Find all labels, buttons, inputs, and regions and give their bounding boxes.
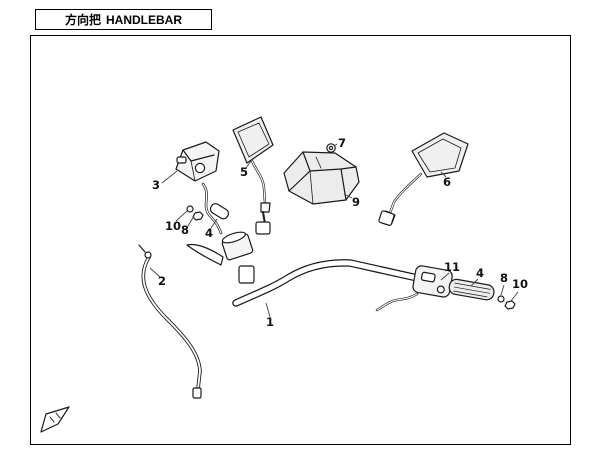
- left-switch-assembly: [175, 141, 220, 182]
- part-label-3-2: 3: [152, 178, 160, 192]
- part-leader-4-3: [210, 218, 218, 229]
- part-leader-5-4: [245, 160, 252, 169]
- part-leader-1-0: [265, 302, 271, 318]
- mirror-mount-tube: [209, 203, 230, 220]
- part-label-8-12: 8: [500, 271, 508, 285]
- part-leader-6-5: [440, 171, 447, 178]
- right-fasteners: [497, 295, 516, 310]
- diagram-title-cn: 方向把: [64, 13, 101, 27]
- handlebar-tube: [232, 210, 453, 307]
- part-label-11-10: 11: [444, 260, 460, 274]
- left-mirror: [232, 116, 274, 225]
- part-leader-7-6: [333, 143, 338, 147]
- screw-cap: [326, 143, 336, 153]
- part-leader-11-10: [440, 272, 450, 281]
- brand-flag-icon: [40, 406, 70, 433]
- part-leader-3-2: [161, 170, 178, 184]
- part-leader-9-8: [343, 193, 353, 199]
- part-label-6-5: 6: [443, 175, 451, 189]
- right-mirror: [382, 132, 469, 224]
- right-grip: [448, 278, 495, 301]
- part-leader-10-13: [510, 291, 519, 302]
- cable-part: [138, 244, 202, 399]
- part-leader-8-7: [187, 215, 195, 227]
- part-leader-2-1: [149, 267, 161, 278]
- diagram-title: 方向把 HANDLEBAR: [35, 9, 212, 30]
- left-fasteners: [186, 205, 204, 221]
- part-leader-8-12: [500, 284, 505, 296]
- part-label-7-6: 7: [338, 136, 346, 150]
- part-label-5-4: 5: [240, 165, 248, 179]
- left-switch-wire: [201, 182, 223, 235]
- part-label-4-3: 4: [205, 226, 213, 240]
- part-label-9-8: 9: [352, 195, 360, 209]
- handlebar-cover: [283, 151, 360, 205]
- part-label-2-1: 2: [158, 274, 166, 288]
- part-leader-10-9: [175, 210, 188, 222]
- part-label-10-9: 10: [165, 219, 181, 233]
- part-label-1-0: 1: [266, 315, 274, 329]
- part-label-8-7: 8: [181, 223, 189, 237]
- part-label-10-13: 10: [512, 277, 528, 291]
- part-leader-4-11: [470, 278, 479, 287]
- diagram-title-en: HANDLEBAR: [106, 12, 182, 27]
- brake-master-cylinder: [186, 231, 255, 284]
- part-label-4-11: 4: [476, 266, 484, 280]
- diagram-frame: [30, 35, 571, 445]
